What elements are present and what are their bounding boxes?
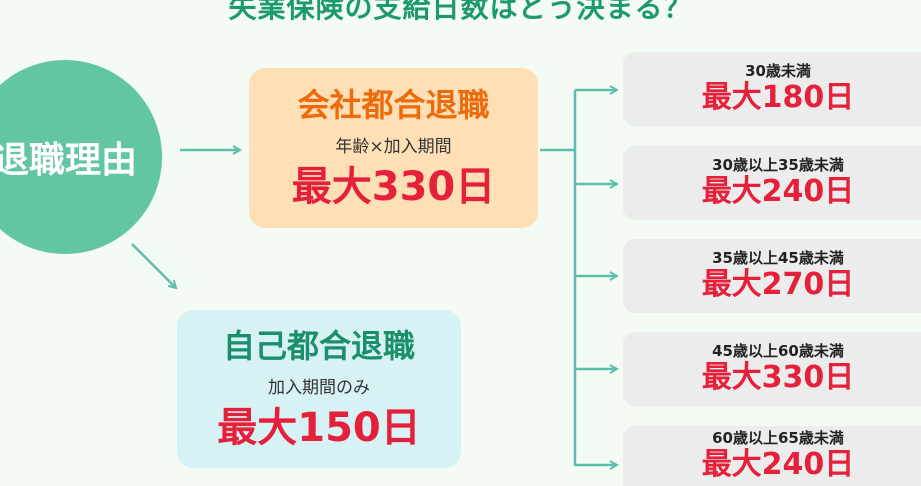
reason-circle: 退職理由	[0, 60, 162, 254]
diagram-title: 失業保険の支給日数はどう決まる？	[228, 0, 693, 24]
age-range-label: 45歳以上60歳未満	[712, 341, 844, 360]
company-heading: 会社都合退職	[297, 86, 490, 125]
age-max-days: 最大240日	[701, 174, 855, 209]
age-max-days: 最大180日	[701, 80, 855, 115]
company-reason-box: 会社都合退職 年齢×加入期間 最大330日	[249, 68, 538, 228]
reason-label: 退職理由	[0, 140, 137, 181]
age-max-days: 最大270日	[701, 267, 855, 302]
company-subtext: 年齢×加入期間	[335, 136, 452, 157]
age-max-days: 最大330日	[701, 360, 855, 395]
age-range-label: 30歳未満	[745, 61, 811, 80]
self-reason-box: 自己都合退職 加入期間のみ 最大150日	[177, 310, 461, 468]
age-group-box-2: 30歳以上35歳未満 最大240日	[623, 146, 921, 220]
self-subtext: 加入期間のみ	[268, 377, 370, 398]
self-heading: 自己都合退職	[222, 327, 415, 366]
arrow-reason-to-self	[131, 243, 176, 288]
self-max-days: 最大150日	[217, 404, 421, 451]
age-range-label: 30歳以上35歳未満	[712, 155, 844, 174]
age-group-box-4: 45歳以上60歳未満 最大330日	[623, 332, 921, 406]
age-range-label: 60歳以上65歳未満	[712, 428, 844, 447]
company-max-days: 最大330日	[291, 163, 496, 210]
age-max-days: 最大240日	[701, 447, 855, 482]
age-range-label: 35歳以上45歳未満	[712, 248, 844, 267]
age-group-box-1: 30歳未満 最大180日	[623, 52, 921, 126]
age-group-box-3: 35歳以上45歳未満 最大270日	[623, 239, 921, 313]
age-group-box-5: 60歳以上65歳未満 最大240日	[623, 426, 921, 486]
